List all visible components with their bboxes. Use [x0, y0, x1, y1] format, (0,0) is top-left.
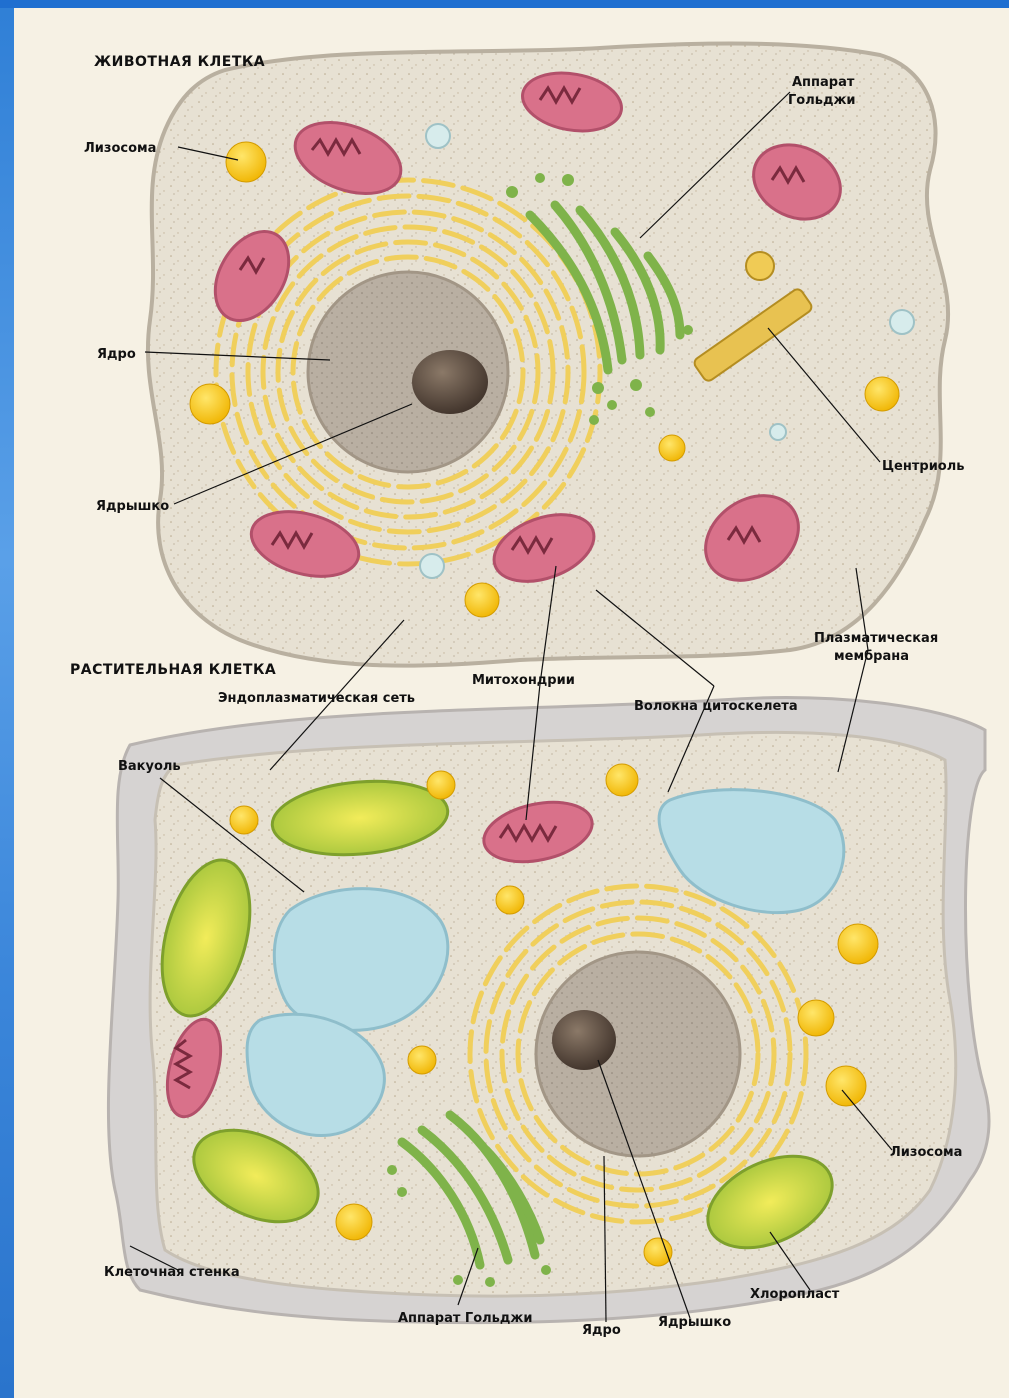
- label-mitochondria: Митохондрии: [472, 673, 575, 688]
- label-cytoskeleton: Волокна цитоскелета: [634, 699, 798, 714]
- label-golgi-animal-line1: Аппарат: [792, 75, 855, 90]
- label-golgi-plant: Аппарат Гольджи: [398, 1311, 532, 1326]
- plant-cell-title: РАСТИТЕЛЬНАЯ КЛЕТКА: [70, 662, 276, 678]
- label-membrane-line2: мембрана: [834, 649, 909, 664]
- label-membrane-line1: Плазматическая: [814, 631, 938, 646]
- plant-cell: [108, 698, 989, 1323]
- label-er: Эндоплазматическая сеть: [218, 691, 415, 706]
- label-cell-wall: Клеточная стенка: [104, 1265, 240, 1280]
- label-chloroplast: Хлоропласт: [750, 1287, 840, 1302]
- label-golgi-animal-line2: Гольджи: [788, 93, 856, 108]
- plant-nucleolus: [552, 1010, 616, 1070]
- label-nucleus-plant: Ядро: [582, 1323, 621, 1338]
- label-nucleolus-plant: Ядрышко: [658, 1315, 731, 1330]
- animal-cell: [148, 44, 948, 666]
- label-lysosome-animal: Лизосома: [84, 141, 156, 156]
- label-nucleolus-animal: Ядрышко: [96, 499, 169, 514]
- label-centriole: Центриоль: [882, 459, 964, 474]
- animal-nucleolus: [412, 350, 488, 414]
- label-nucleus-animal: Ядро: [97, 347, 136, 362]
- label-vacuole: Вакуоль: [118, 759, 181, 774]
- animal-cell-title: ЖИВОТНАЯ КЛЕТКА: [94, 54, 265, 70]
- label-lysosome-plant: Лизосома: [890, 1145, 962, 1160]
